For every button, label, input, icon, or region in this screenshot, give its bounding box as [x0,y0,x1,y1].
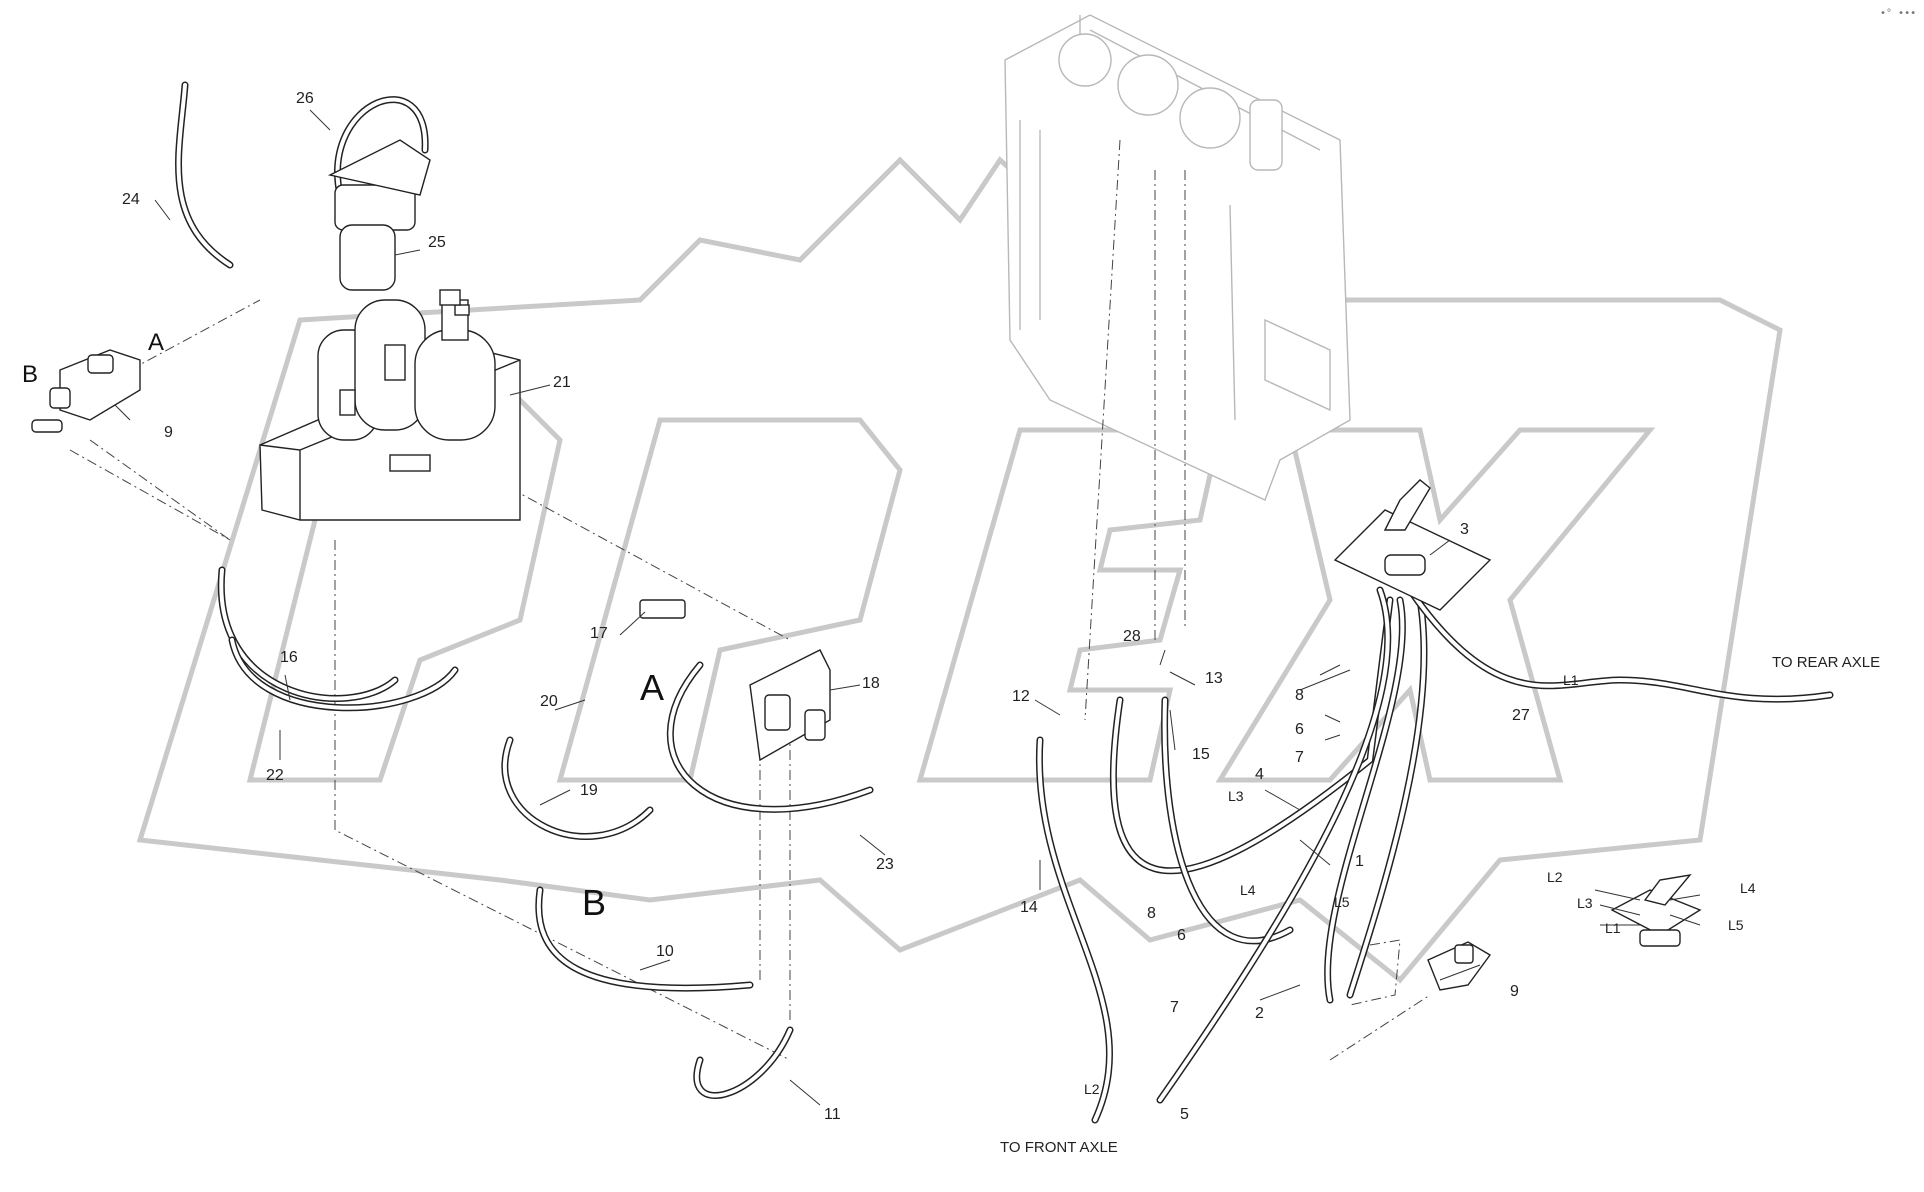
detail-label-a-mid: A [640,667,664,708]
part-label-15: 15 [1192,746,1210,763]
part-label-14: 14 [1020,899,1038,916]
inset-line-label-l2: L2 [1547,869,1563,885]
part-label-27: 27 [1512,707,1530,724]
part-label-6-top: 6 [1295,721,1304,738]
detail-label-b-mid: B [582,882,606,923]
part-label-9-right: 9 [1510,983,1519,1000]
part-label-24: 24 [122,191,140,208]
part-label-21: 21 [553,374,571,391]
part-label-8-bottom: 8 [1147,905,1156,922]
part-label-18: 18 [862,675,880,692]
part-label-25: 25 [428,234,446,251]
line-label-l5: L5 [1334,894,1350,910]
detail-label-a-top: A [148,329,164,356]
part-label-2: 2 [1255,1005,1264,1022]
part-label-7-bottom: 7 [1170,999,1179,1016]
line-label-l4: L4 [1240,882,1256,898]
part-label-5: 5 [1180,1106,1189,1123]
part-label-26: 26 [296,90,314,107]
corner-mark: •° ••• [1880,8,1916,19]
line-label-l1: L1 [1563,672,1579,688]
line-label-l3: L3 [1228,788,1244,804]
part-label-13: 13 [1205,670,1223,687]
part-label-10: 10 [656,943,674,960]
part-label-9-left: 9 [164,424,173,441]
part-label-6-bottom: 6 [1177,927,1186,944]
inset-line-label-l5: L5 [1728,917,1744,933]
detail-label-b-top: B [22,361,38,388]
part-label-8-top: 8 [1295,687,1304,704]
part-label-16: 16 [280,649,298,666]
tank-assembly [1004,14,1351,501]
part-label-23: 23 [876,856,894,873]
part-label-1: 1 [1355,853,1364,870]
part-label-28: 28 [1123,628,1141,645]
inset-line-label-l3: L3 [1577,895,1593,911]
line-label-l2: L2 [1084,1081,1100,1097]
part-label-20: 20 [540,693,558,710]
part-label-4: 4 [1255,766,1264,783]
components [31,139,1702,991]
part-label-11: 11 [824,1106,841,1123]
part-label-19: 19 [580,782,598,799]
note-to-front-axle: TO FRONT AXLE [1000,1139,1118,1156]
inset-line-label-l4: L4 [1740,880,1756,896]
part-label-12: 12 [1012,688,1030,705]
inset-line-label-l1: L1 [1605,920,1621,936]
part-label-22: 22 [266,767,284,784]
part-label-3: 3 [1460,521,1469,538]
hoses [175,81,1834,1124]
part-label-17: 17 [590,625,608,642]
part-label-7-top: 7 [1295,749,1304,766]
leader-lines [114,109,1701,1106]
note-to-rear-axle: TO REAR AXLE [1772,654,1880,671]
